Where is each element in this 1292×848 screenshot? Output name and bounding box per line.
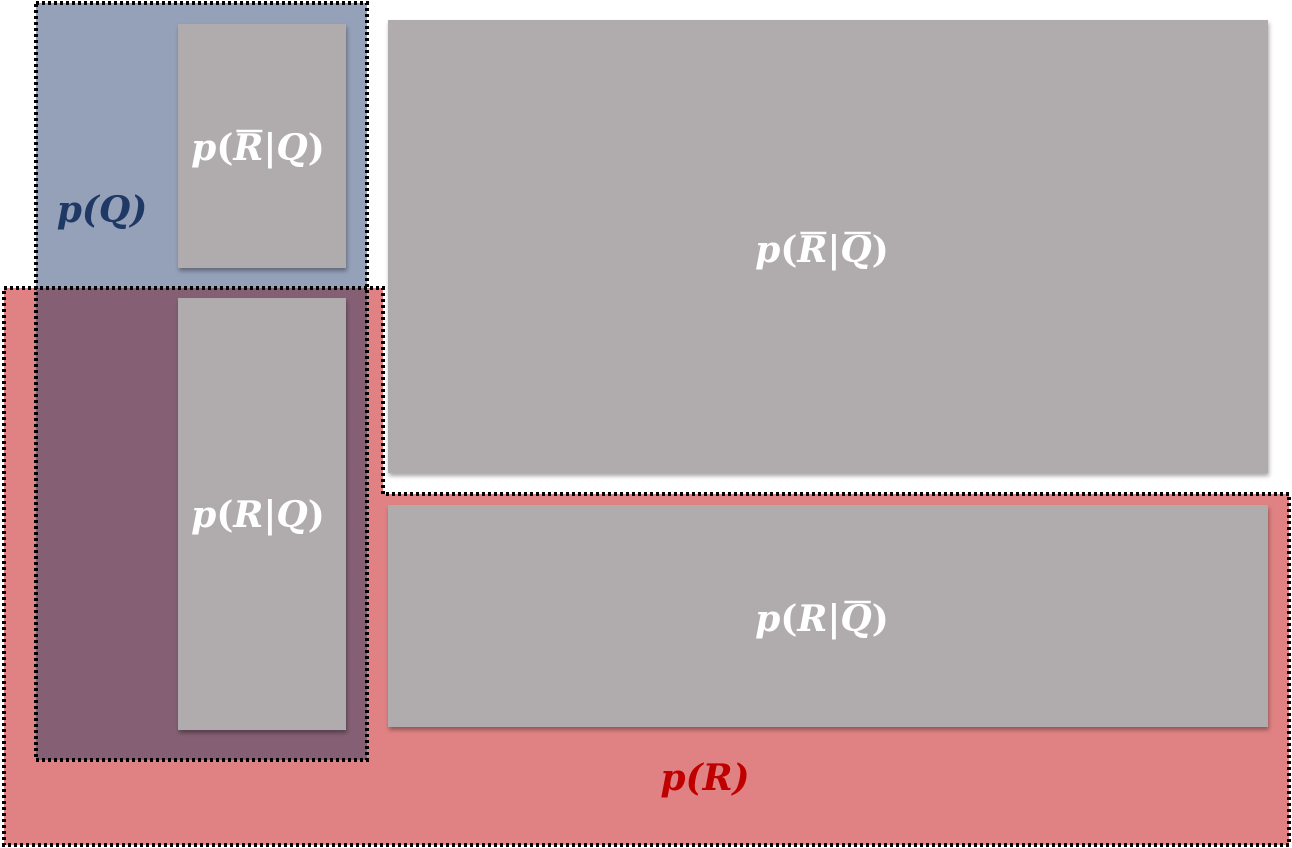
cell-label-part-open: ( xyxy=(780,229,797,271)
cell-label-part-r: R xyxy=(796,598,827,640)
q-region-label: p(Q) xyxy=(57,189,148,231)
cell-label-part-q: Q xyxy=(840,229,871,271)
cell-label-part-r: R xyxy=(232,127,263,169)
cell-label-part-p: p xyxy=(755,598,780,640)
r-region-label: p(R) xyxy=(660,757,749,799)
cell-r-given-not-q xyxy=(388,505,1268,727)
cell-label-not-r-given-not-q: p(R|Q) xyxy=(755,229,889,271)
cell-label-part-sep: | xyxy=(827,229,840,271)
cell-label-part-p: p xyxy=(755,229,780,271)
cell-label-part-close: ) xyxy=(872,598,889,640)
cell-r-given-q xyxy=(178,298,346,730)
cell-label-part-open: ( xyxy=(216,127,233,169)
cell-label-part-q: Q xyxy=(840,598,871,640)
q-region-border xyxy=(34,1,369,762)
cell-label-part-sep: | xyxy=(263,494,276,536)
cell-label-part-p: p xyxy=(191,127,216,169)
cell-label-not-r-given-q: p(R|Q) xyxy=(191,127,325,169)
cell-label-part-sep: | xyxy=(263,127,276,169)
cell-label-part-sep: | xyxy=(827,598,840,640)
cell-label-part-r: R xyxy=(232,494,263,536)
cell-label-part-close: ) xyxy=(308,494,325,536)
cell-label-part-close: ) xyxy=(308,127,325,169)
cell-label-r-given-not-q: p(R|Q) xyxy=(755,598,889,640)
cell-label-r-given-q: p(R|Q) xyxy=(191,494,325,536)
cell-not-r-given-q xyxy=(178,24,346,268)
r-region-border xyxy=(2,286,1291,847)
cell-label-part-open: ( xyxy=(216,494,233,536)
cell-not-r-given-not-q xyxy=(388,20,1268,473)
cell-label-part-r: R xyxy=(796,229,827,271)
cell-label-part-open: ( xyxy=(780,598,797,640)
cell-label-part-q: Q xyxy=(276,127,307,169)
cell-label-part-q: Q xyxy=(276,494,307,536)
cell-label-part-p: p xyxy=(191,494,216,536)
cell-label-part-close: ) xyxy=(872,229,889,271)
